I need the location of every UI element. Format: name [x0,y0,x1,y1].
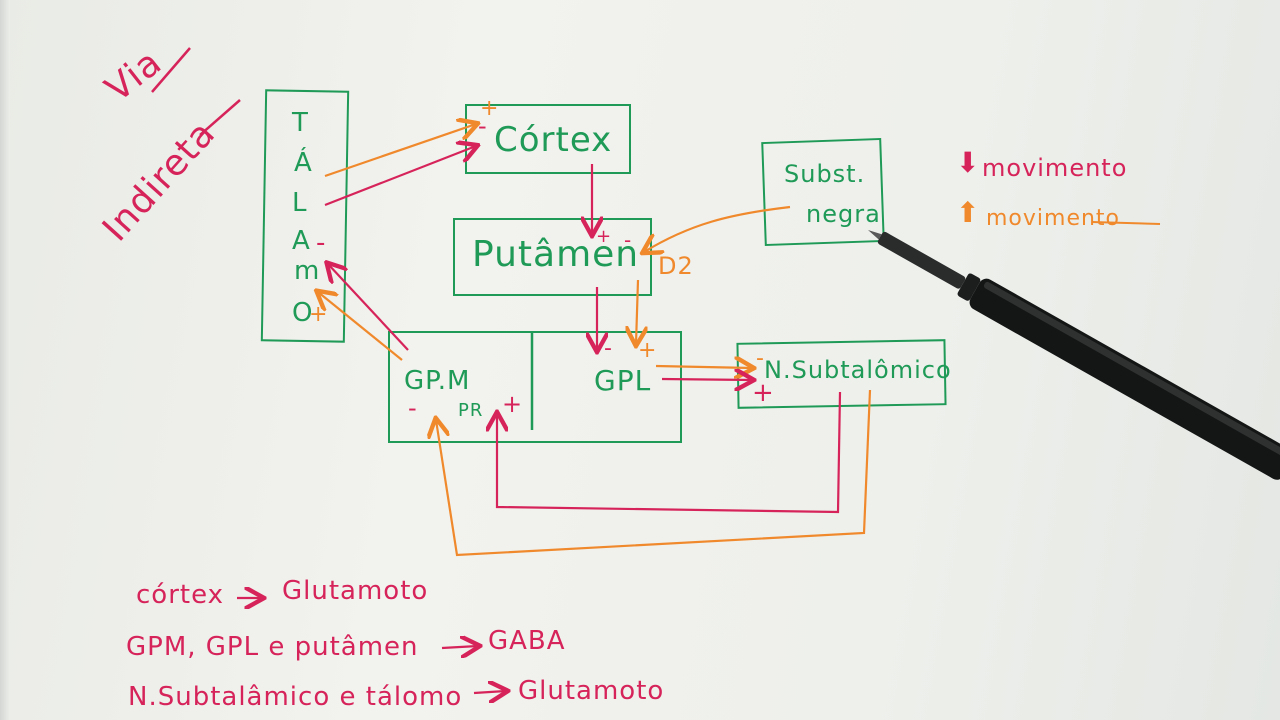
gpm-minus-sign: - [408,394,418,422]
legend-up-text: movimento [986,206,1121,231]
legend-up-arrow: ⬆ [956,196,981,229]
thalamus-minus-sign: - [316,228,327,258]
thalamus-letter-a: A [292,226,311,256]
gpl-minus-sign: - [604,336,613,361]
thalamus-letter-m: m [294,256,321,286]
globus-pallidus-box [388,331,682,443]
gpl-to-subthalamic-orange-arrow [655,366,752,368]
cortex-plus-sign: + [480,96,500,121]
via-stroke [151,47,191,93]
thalamus-letter-a-acute: Á [294,148,313,178]
note2-left: GPM, GPL e putâmen [126,632,419,662]
thalamus-letter-t: T [292,108,309,138]
gpl-to-subthalamic-red-arrow [661,379,752,380]
cortex-minus-sign: - [478,112,488,140]
paper-edge [0,0,10,720]
note3-right: Glutamoto [518,676,665,706]
gpm-to-thalamus-orange-arrow [318,292,403,361]
putamen-label: Putâmen [472,234,640,275]
thalamus-to-cortex-orange-arrow [324,124,476,178]
note1-left: córtex [136,580,225,610]
nigra-to-putamen-arrow [644,205,791,252]
putamen-receptor-d2: D2 [658,252,694,280]
subthalamic-to-gpm-orange-loop [436,389,872,557]
legend-up-strike [1091,221,1161,225]
gpl-label: GPL [594,364,652,397]
putamen-box [453,218,652,296]
note2-arrow-line [441,646,478,648]
legend-down-arrow: ⬇ [956,146,981,179]
cortex-label: Córtex [494,120,613,160]
putamen-plus-sign: + [596,226,613,247]
thalamus-letter-o: O [292,298,314,328]
putamen-minus-sign: - [624,228,633,252]
thalamus-plus-sign: + [309,302,329,327]
substantia-nigra-line1: Subst. [784,160,866,188]
substantia-nigra-line2: negra [806,200,881,228]
thalamus-letter-l: L [292,188,308,218]
legend-down-text: movimento [982,154,1128,182]
thalamus-to-cortex-red-arrow [324,146,476,207]
subthalamic-minus-sign: - [756,346,765,371]
note2-right: GABA [488,626,566,656]
putamen-to-gpl-orange-arrow [636,279,638,344]
note3-arrow-line [473,691,506,693]
subthalamic-plus-sign: + [752,378,775,408]
gpm-sub-label: PR [458,400,484,421]
subthalamic-to-gpm-red-loop [497,391,842,514]
note3-left: N.Subtalâmico e tálomo [128,682,463,712]
gpl-plus-sign: + [638,338,658,363]
note1-right: Glutamoto [282,576,429,606]
gpm-to-thalamus-red-arrow [328,264,409,351]
gpm-label: GP.M [404,366,471,396]
indireta-stroke [199,99,241,136]
subthalamic-label: N.Subtalômico [764,356,952,384]
gpm-plus-sign: + [502,390,524,418]
